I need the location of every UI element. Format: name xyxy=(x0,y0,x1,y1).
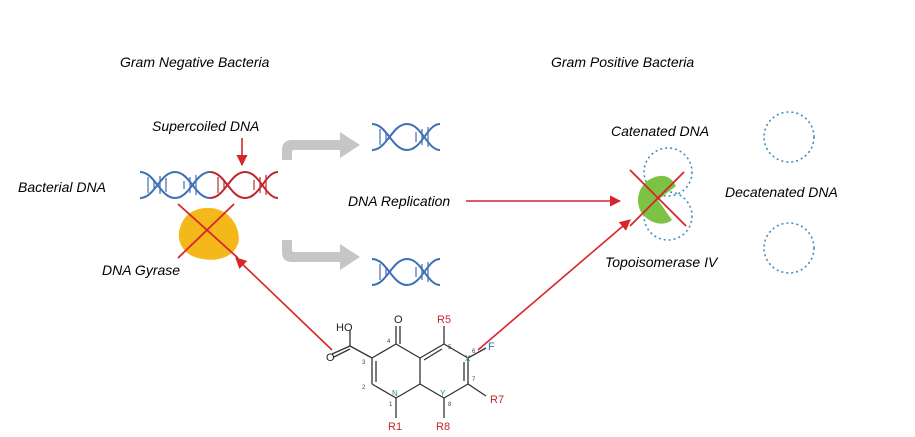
catenated-dna-circle-bottom xyxy=(643,191,693,241)
replication-lower-arrow xyxy=(282,240,360,270)
position-1: 1 xyxy=(389,402,393,408)
bacterial-dna-helix-icon xyxy=(139,170,211,200)
dna-gyrase-enzyme-icon xyxy=(178,207,239,260)
gyrase-inhibition-cross-icon xyxy=(177,203,239,259)
position-2: 2 xyxy=(362,385,366,391)
supercoiled-dna-helix-icon xyxy=(209,170,279,200)
topoisomerase-iv-label: Topoisomerase IV xyxy=(605,254,719,270)
quinolone-to-topo-arrow xyxy=(477,219,631,351)
replicated-dna-upper-icon xyxy=(371,122,441,152)
quinolone-structure xyxy=(331,326,487,418)
decatenated-dna-circle-top xyxy=(763,111,815,163)
r7-substituent: R7 xyxy=(490,394,504,406)
r5-substituent: R5 xyxy=(437,314,451,326)
position-8: 8 xyxy=(448,402,452,408)
catenated-dna-label: Catenated DNA xyxy=(611,123,709,139)
replication-upper-arrow xyxy=(282,132,360,160)
catenated-dna-circle-top xyxy=(643,147,693,197)
x-atom: X xyxy=(465,354,471,363)
hydroxyl-group: HO xyxy=(336,322,353,334)
replicated-dna-lower-icon xyxy=(371,257,441,287)
y-atom: Y xyxy=(440,389,446,398)
position-6: 6 xyxy=(472,349,476,355)
gram-negative-title: Gram Negative Bacteria xyxy=(120,54,270,70)
fluorine-atom: F xyxy=(488,341,495,353)
position-4: 4 xyxy=(387,339,391,345)
keto-oxygen: O xyxy=(394,314,403,326)
topo-inhibition-cross-icon xyxy=(629,169,687,227)
gram-positive-title: Gram Positive Bacteria xyxy=(551,54,694,70)
carbonyl-oxygen: O xyxy=(326,352,335,364)
bacterial-dna-label: Bacterial DNA xyxy=(18,179,106,195)
decatenated-dna-label: Decatenated DNA xyxy=(725,184,838,200)
r8-substituent: R8 xyxy=(436,421,450,433)
quinolone-to-gyrase-arrow xyxy=(235,257,333,351)
supercoiled-dna-label: Supercoiled DNA xyxy=(152,118,259,134)
dna-gyrase-label: DNA Gyrase xyxy=(102,262,180,278)
decatenated-dna-circle-bottom xyxy=(763,222,815,274)
position-7: 7 xyxy=(472,377,476,383)
dna-replication-label: DNA Replication xyxy=(348,193,450,209)
position-5: 5 xyxy=(448,345,452,351)
n-atom: N xyxy=(392,389,398,398)
position-3: 3 xyxy=(362,360,366,366)
r1-substituent: R1 xyxy=(388,421,402,433)
